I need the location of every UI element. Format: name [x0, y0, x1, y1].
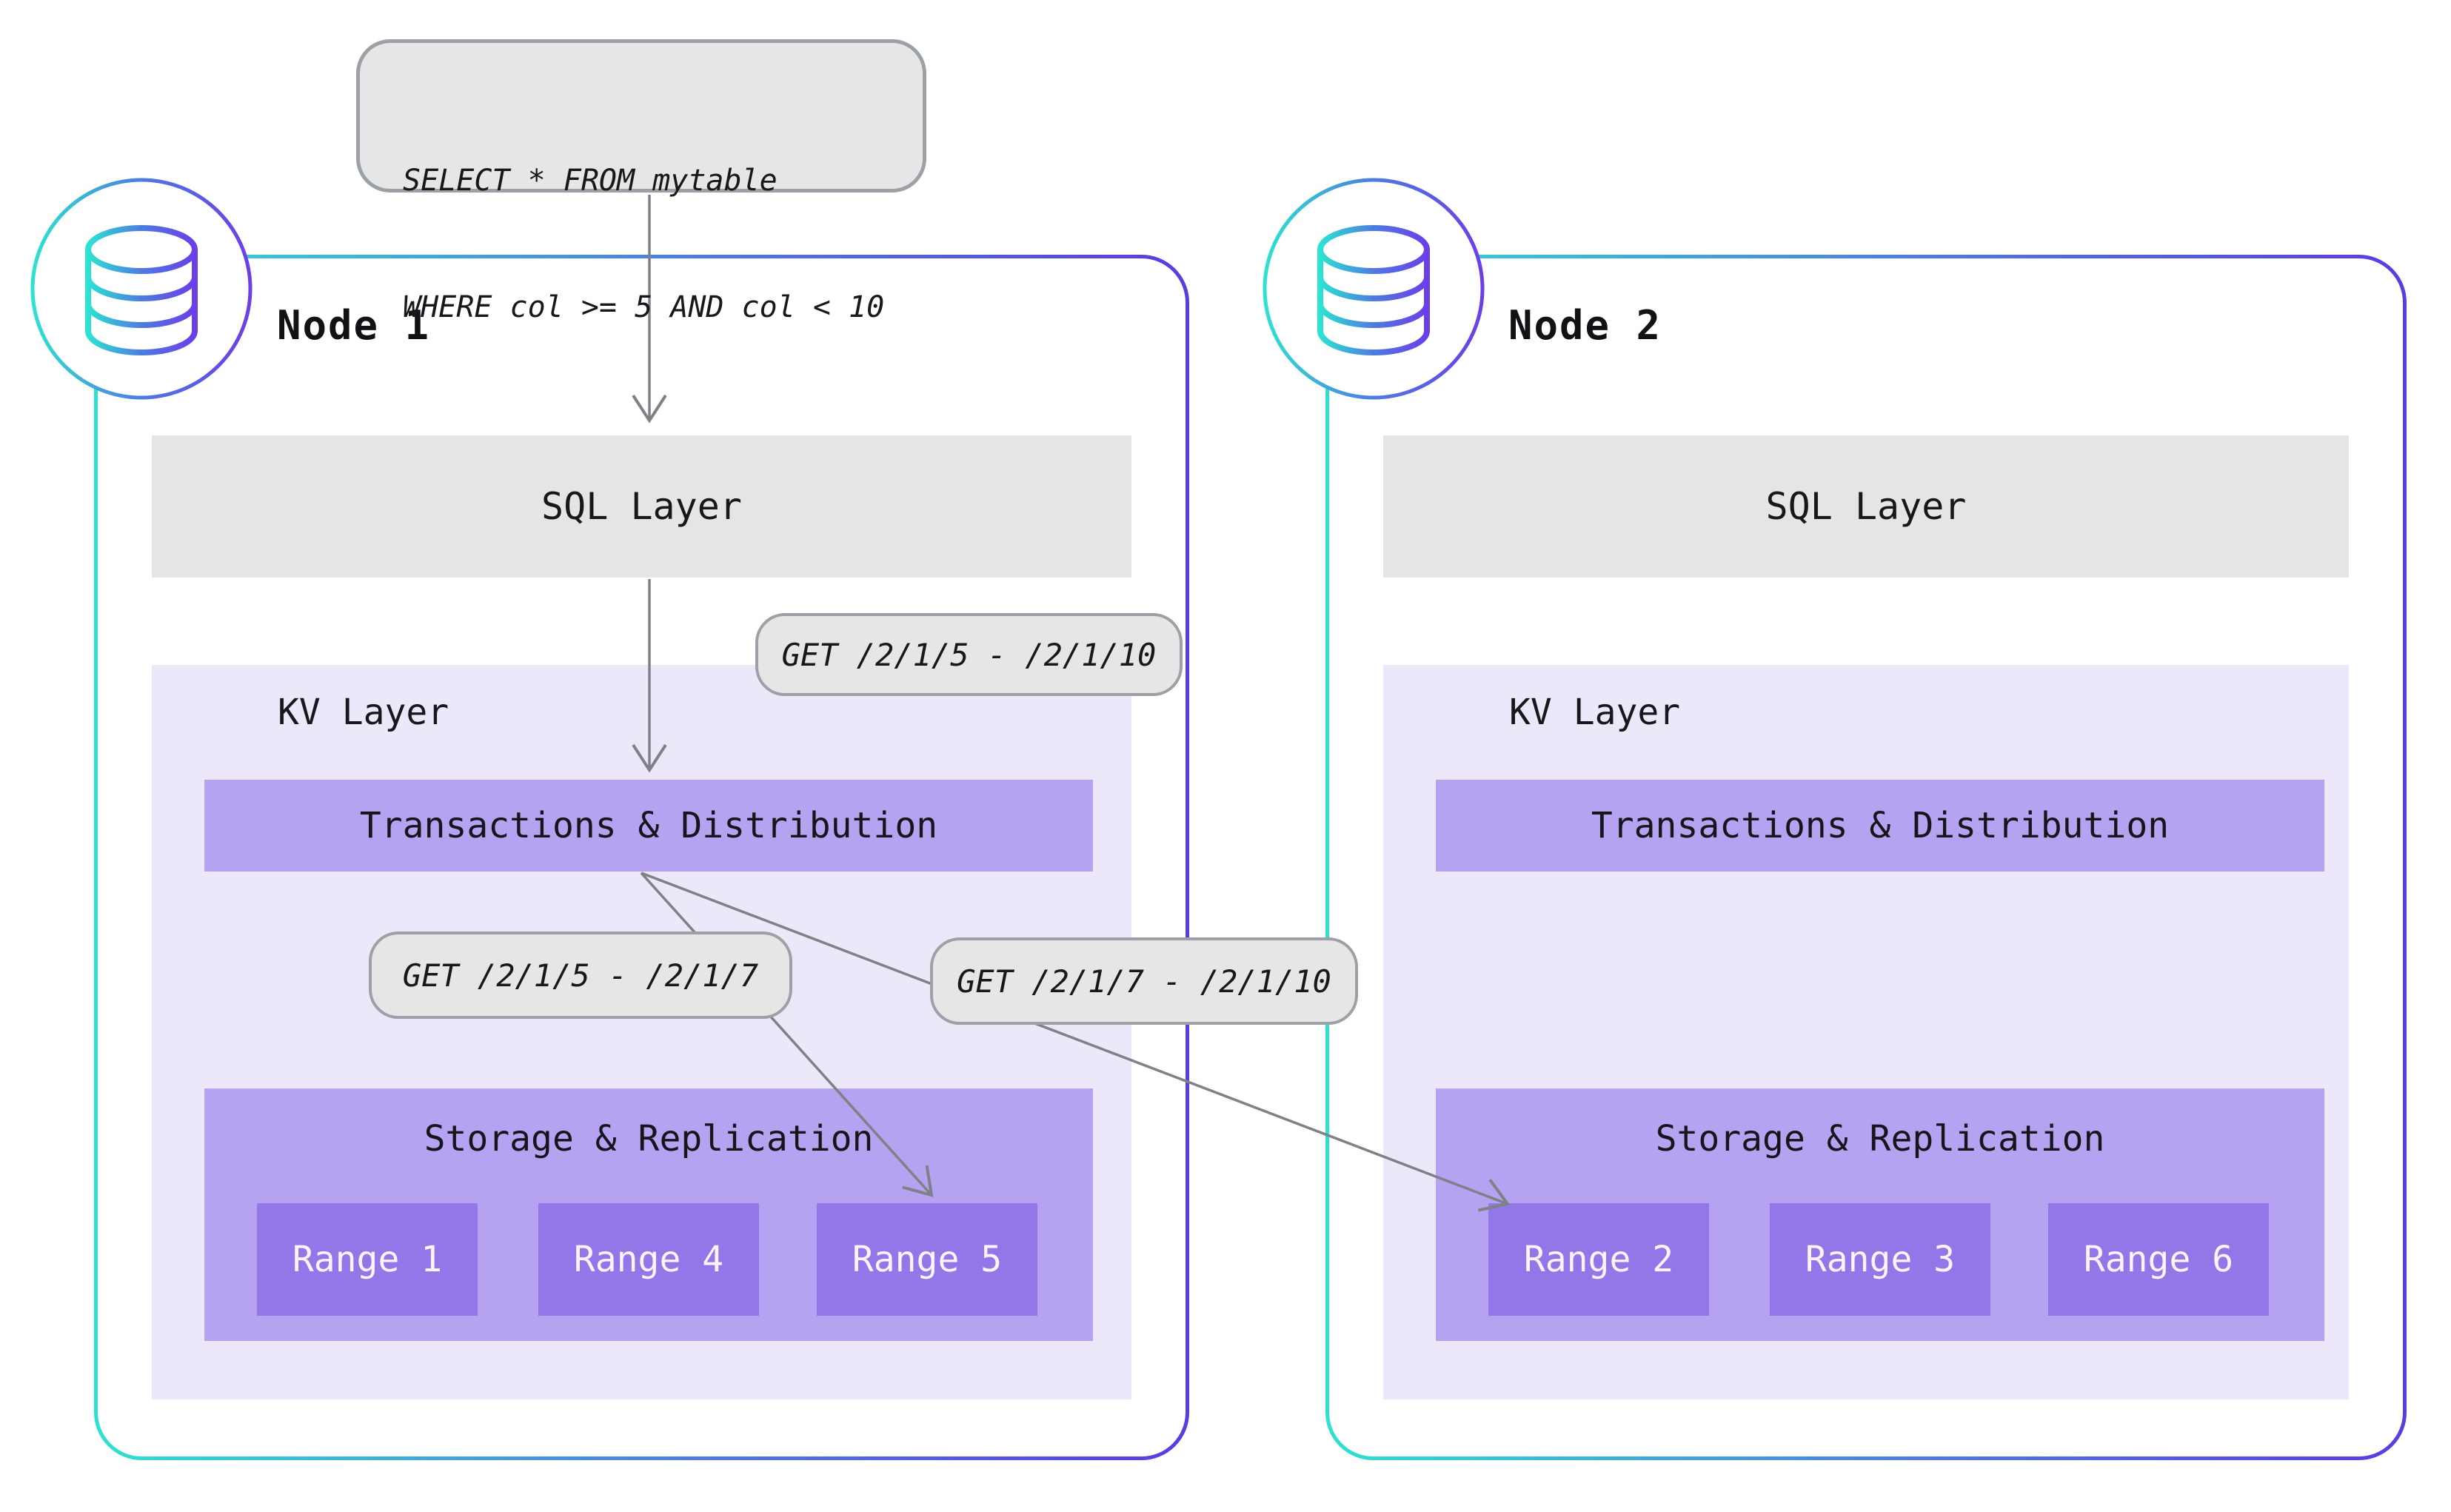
node-1-kv-layer-box: KV Layer Transactions & Distribution Sto… [152, 665, 1131, 1399]
sql-layer-label: SQL Layer [541, 485, 742, 528]
get-request-label: GET /2/1/5 - /2/1/7 [402, 957, 759, 994]
node-2-title: Node 2 [1508, 302, 1662, 349]
node-2-container: Node 2 SQL Layer KV Layer Transactions &… [1327, 256, 2405, 1459]
sql-layer-label: SQL Layer [1765, 485, 1967, 528]
node-2-storage-box: Storage & Replication Range 2 Range 3 Ra… [1436, 1088, 2324, 1341]
storage-label: Storage & Replication [1655, 1118, 2105, 1160]
range-box: Range 5 [817, 1203, 1037, 1316]
get-request-full-range-bubble: GET /2/1/5 - /2/1/10 [755, 613, 1183, 696]
range-box: Range 3 [1770, 1203, 1990, 1316]
transactions-label: Transactions & Distribution [1591, 805, 2170, 846]
range-box: Range 2 [1488, 1203, 1709, 1316]
node-1-container: Node 1 SQL Layer KV Layer Transactions &… [96, 256, 1188, 1459]
get-request-label: GET /2/1/5 - /2/1/10 [781, 636, 1157, 673]
query-line-1: SELECT * FROM mytable [403, 164, 778, 198]
query-line-2: WHERE col >= 5 AND col < 10 [403, 290, 885, 324]
kv-layer-label: KV Layer [1509, 692, 1681, 733]
node-1-transactions-bar: Transactions & Distribution [204, 780, 1093, 872]
storage-label: Storage & Replication [424, 1118, 874, 1160]
node-2-kv-layer-box: KV Layer Transactions & Distribution Sto… [1383, 665, 2349, 1399]
node-2-transactions-bar: Transactions & Distribution [1436, 780, 2324, 872]
range-box: Range 4 [538, 1203, 759, 1316]
kv-layer-label: KV Layer [278, 692, 449, 733]
get-request-right-split-bubble: GET /2/1/7 - /2/1/10 [930, 937, 1358, 1025]
node-2-sql-layer-bar: SQL Layer [1383, 435, 2349, 578]
node-1-sql-layer-bar: SQL Layer [152, 435, 1131, 578]
get-request-left-split-bubble: GET /2/1/5 - /2/1/7 [369, 931, 792, 1019]
sql-query-bubble: SELECT * FROM mytable WHERE col >= 5 AND… [356, 39, 926, 324]
range-box: Range 6 [2048, 1203, 2269, 1316]
transactions-label: Transactions & Distribution [359, 805, 938, 846]
node-1-storage-box: Storage & Replication Range 1 Range 4 Ra… [204, 1088, 1093, 1341]
get-request-label: GET /2/1/7 - /2/1/10 [957, 963, 1331, 1000]
range-box: Range 1 [257, 1203, 478, 1316]
